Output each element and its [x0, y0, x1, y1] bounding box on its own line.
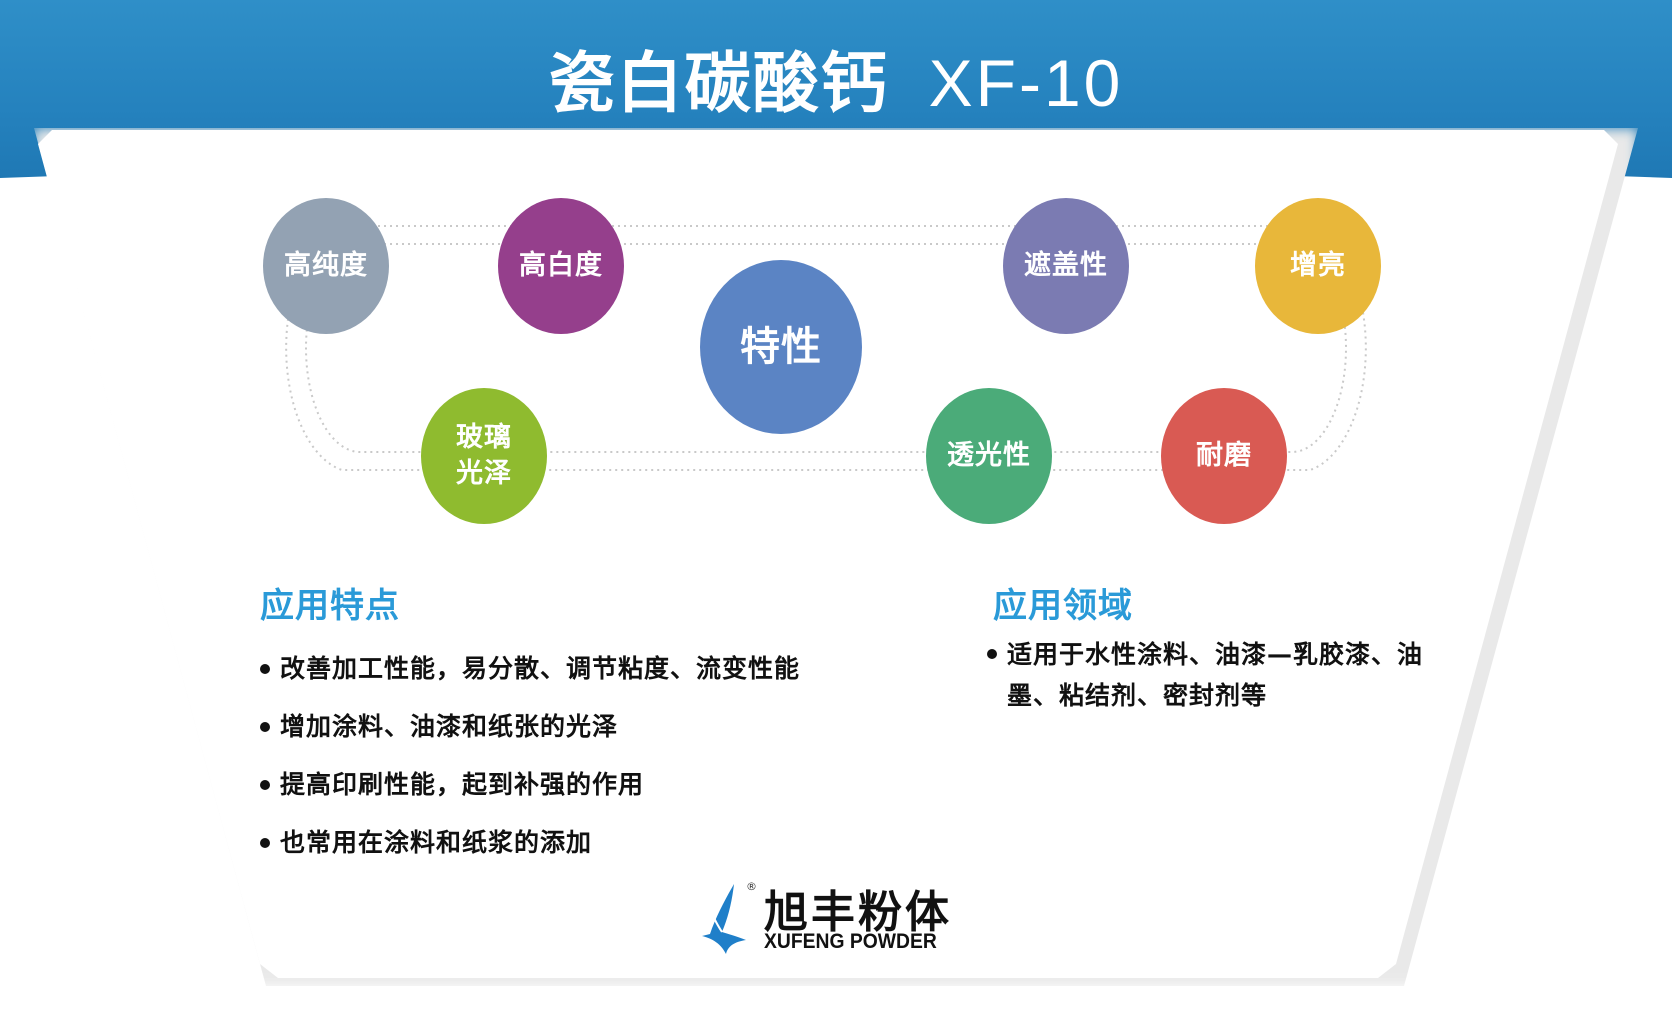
application-features-list: 改善加工性能，易分散、调节粘度、流变性能 增加涂料、油漆和纸张的光泽 提高印刷性…	[258, 640, 800, 872]
list-item: 适用于水性涂料、油漆—乳胶漆、油墨、粘结剂、密封剂等	[985, 634, 1455, 716]
feature-high-purity: 高纯度	[263, 198, 389, 334]
feature-hiding-power: 遮盖性	[1003, 198, 1129, 334]
application-features-title: 应用特点	[260, 586, 400, 626]
product-model: XF-10	[928, 46, 1124, 120]
feature-glass-gloss: 玻璃 光泽	[421, 388, 547, 524]
list-item: 增加涂料、油漆和纸张的光泽	[258, 698, 800, 756]
application-fields-title: 应用领域	[993, 586, 1133, 626]
company-logo: ® 旭丰粉体 XUFENG POWDER	[698, 880, 958, 960]
list-item: 改善加工性能，易分散、调节粘度、流变性能	[258, 640, 800, 698]
feature-translucency: 透光性	[926, 388, 1052, 524]
logo-english-name: XUFENG POWDER	[764, 930, 937, 953]
logo-chinese-name: 旭丰粉体	[764, 887, 952, 938]
page-title: 瓷白碳酸钙 XF-10	[0, 30, 1672, 126]
feature-wear-resistance: 耐磨	[1161, 388, 1287, 524]
feature-brightening: 增亮	[1255, 198, 1381, 334]
registered-mark: ®	[746, 880, 757, 893]
list-item: 也常用在涂料和纸浆的添加	[258, 814, 800, 872]
feature-center-properties: 特性	[700, 260, 862, 434]
product-name: 瓷白碳酸钙	[548, 45, 889, 122]
list-item: 提高印刷性能，起到补强的作用	[258, 756, 800, 814]
application-fields-list: 适用于水性涂料、油漆—乳胶漆、油墨、粘结剂、密封剂等	[985, 634, 1455, 716]
sail-logo-icon	[702, 884, 746, 954]
feature-high-whiteness: 高白度	[498, 198, 624, 334]
